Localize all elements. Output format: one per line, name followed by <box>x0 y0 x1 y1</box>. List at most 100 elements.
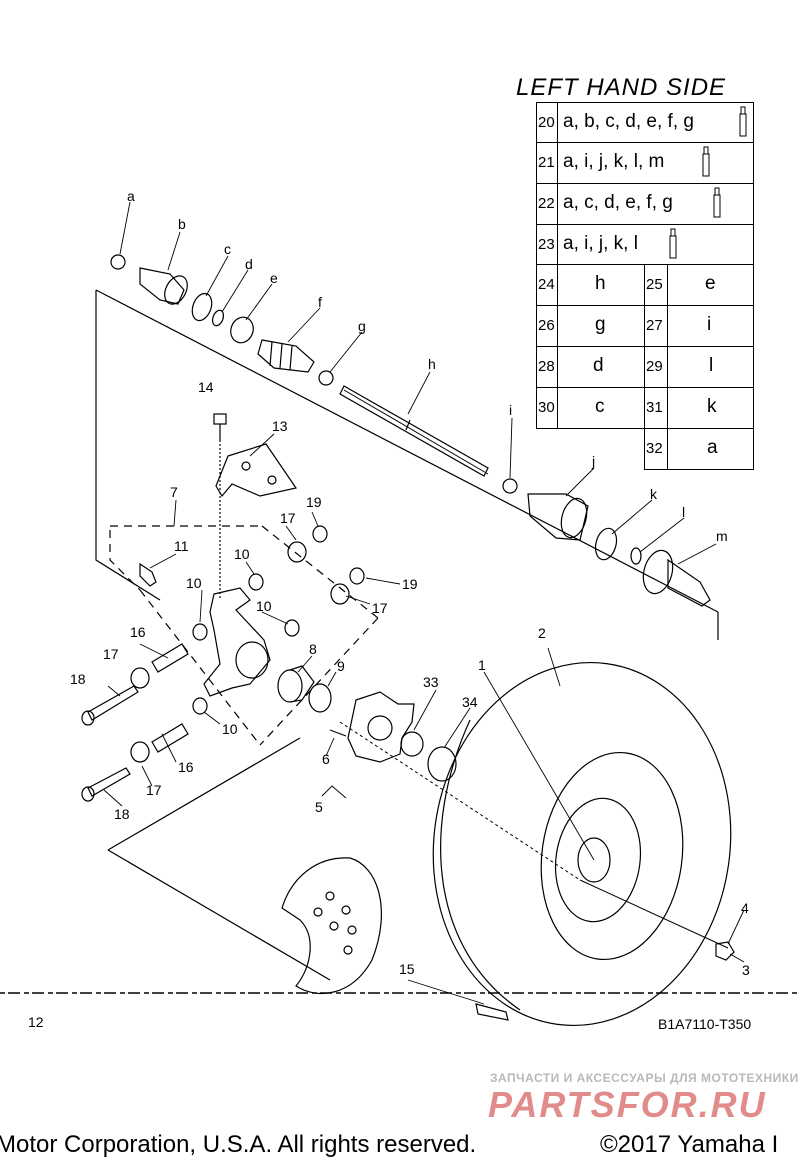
callout-label: l <box>682 504 686 520</box>
band-e <box>230 316 254 344</box>
single-row: 30 c <box>536 387 645 429</box>
single-row-part: a <box>707 437 718 458</box>
callout-label: 5 <box>315 799 323 815</box>
callout-label: g <box>358 318 366 334</box>
callout-label: 17 <box>372 600 388 616</box>
callout-label: 11 <box>174 538 189 554</box>
cv-joint-m <box>642 549 711 607</box>
single-row: 31 k <box>644 387 754 429</box>
circlip-a <box>110 254 126 270</box>
single-row: 25 e <box>644 264 754 306</box>
callout-label: 17 <box>280 510 296 526</box>
tire-2 <box>432 661 732 1027</box>
callout-label: e <box>270 270 278 286</box>
collars-bushings <box>130 525 365 763</box>
single-row-part: d <box>593 355 604 376</box>
cv-joint-b <box>139 267 188 305</box>
boot-f <box>257 339 315 373</box>
callout-label: 19 <box>306 494 322 510</box>
band-k <box>594 527 618 561</box>
callout-label: 10 <box>256 598 272 614</box>
callout-label: c <box>224 241 231 257</box>
kit-row-number: 23 <box>538 236 555 253</box>
grease-tube-icon <box>702 146 710 177</box>
callout-label: f <box>318 294 322 310</box>
single-row-number: 29 <box>646 358 663 375</box>
callout-label: 16 <box>130 624 146 640</box>
grease-fitting-11 <box>139 562 157 587</box>
single-row: 32 a <box>644 428 754 470</box>
knuckle-assembly <box>203 587 271 697</box>
single-row-number: 24 <box>538 276 555 293</box>
single-row-part: i <box>707 314 712 335</box>
kit-row: 23 a, i, j, k, l <box>536 224 754 265</box>
single-row-number: 28 <box>538 358 555 375</box>
kit-row-number: 22 <box>538 195 555 212</box>
grease-tube-icon <box>713 187 721 218</box>
nut-33 <box>400 731 424 757</box>
kit-row-parts: a, i, j, k, l <box>563 233 638 254</box>
copyright-right: ©2017 Yamaha I <box>600 1131 779 1158</box>
side-title: LEFT HAND SIDE <box>516 74 727 101</box>
single-row-number: 26 <box>538 317 555 334</box>
single-row-number: 25 <box>646 276 663 293</box>
single-row: 24 h <box>536 264 645 306</box>
callout-label: m <box>716 528 728 544</box>
callout-label: 17 <box>103 646 119 662</box>
callout-label: k <box>650 486 657 502</box>
kit-row: 20 a, b, c, d, e, f, g <box>536 102 754 143</box>
bracket-group-7-outline <box>109 525 379 746</box>
single-row: 29 l <box>644 346 754 388</box>
axis-guide-lines <box>339 389 729 949</box>
band-g <box>318 370 334 386</box>
single-row: 27 i <box>644 305 754 347</box>
callout-label: 17 <box>146 782 162 798</box>
callout-label: 18 <box>114 806 130 822</box>
single-row-part: h <box>595 273 606 294</box>
single-row-part: g <box>595 314 606 335</box>
callout-label: 13 <box>272 418 288 434</box>
callout-label: 34 <box>462 694 478 710</box>
circlip-9 <box>308 683 332 713</box>
callout-label: 8 <box>309 641 317 657</box>
nut-4 <box>715 941 735 961</box>
callout-label: d <box>245 256 253 272</box>
single-row-part: l <box>709 355 714 376</box>
single-row: 26 g <box>536 305 645 347</box>
single-row-number: 32 <box>646 440 663 457</box>
drive-shaft-h <box>339 385 489 477</box>
callout-label: 7 <box>170 484 178 500</box>
callout-leader-lines <box>103 201 745 1005</box>
callout-label: 10 <box>222 721 238 737</box>
watermark-logo: PARTSFOR.RU <box>488 1084 767 1125</box>
single-row-number: 27 <box>646 317 663 334</box>
callout-label: 10 <box>234 546 250 562</box>
cap-34 <box>427 746 457 782</box>
callout-label: 9 <box>337 658 345 674</box>
callout-label: 15 <box>399 961 415 977</box>
callout-label: 19 <box>402 576 418 592</box>
callout-label: h <box>428 356 436 372</box>
kit-row-number: 20 <box>538 114 555 131</box>
watermark-subtitle: ЗАПЧАСТИ И АКСЕССУАРЫ ДЛЯ МОТОТЕХНИКИ <box>490 1071 799 1085</box>
callout-label: b <box>178 216 186 232</box>
bracket-13 <box>215 443 297 498</box>
kit-row: 22 a, c, d, e, f, g <box>536 183 754 225</box>
callout-label: 14 <box>198 379 214 395</box>
ring-c <box>191 292 213 322</box>
callout-label: 3 <box>742 962 750 978</box>
callout-label: 18 <box>70 671 86 687</box>
assembly-boundary-lines <box>95 289 719 981</box>
kit-row-number: 21 <box>538 154 555 171</box>
callout-label: i <box>509 402 513 418</box>
band-i <box>502 478 518 494</box>
bolts-18 <box>81 685 139 802</box>
boot-j <box>527 493 589 541</box>
kit-row-parts: a, c, d, e, f, g <box>563 192 673 213</box>
grease-tube-icon <box>739 106 747 137</box>
single-row: 28 d <box>536 346 645 388</box>
brake-disc <box>281 857 383 995</box>
callout-label: 4 <box>741 900 749 916</box>
